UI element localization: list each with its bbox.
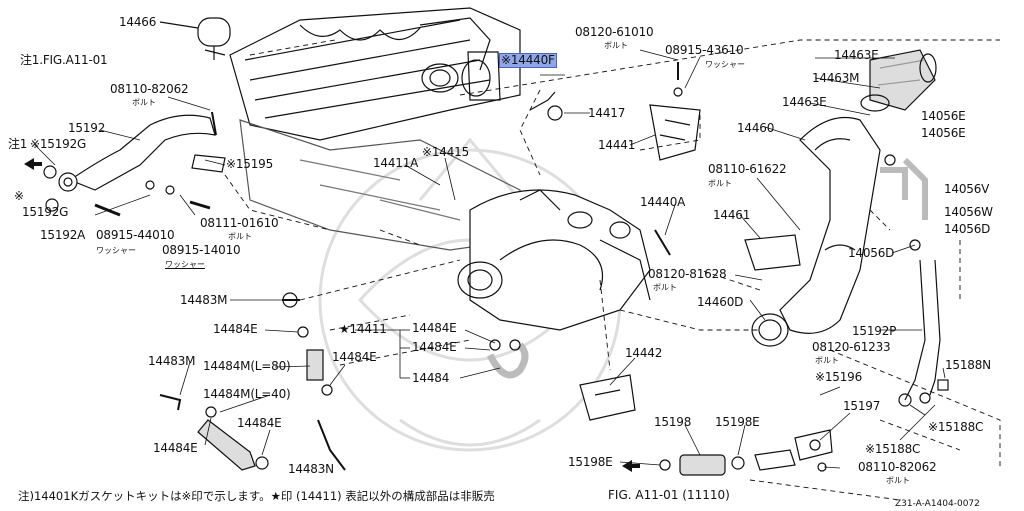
part-number-15195[interactable]: ※15195 (226, 157, 274, 171)
bolt-note-7: ボルト (886, 476, 910, 485)
figure-caption: FIG. A11-01 (11110) (608, 488, 730, 502)
asterisk-mark: ※ (14, 189, 24, 203)
part-number-14056W[interactable]: 14056W (944, 205, 993, 219)
part-number-14466[interactable]: 14466 (119, 15, 157, 29)
part-number-14460[interactable]: 14460 (737, 121, 775, 135)
part-number-14056E-1[interactable]: 14056E (921, 109, 966, 123)
part-number-15192G[interactable]: ※15192G (30, 137, 87, 151)
part-number-14415[interactable]: ※14415 (422, 145, 470, 159)
part-number-14483M-2[interactable]: 14483M (148, 354, 196, 368)
part-number-14484E-5[interactable]: 14484E (237, 416, 282, 430)
washer-note: ワッシャー (96, 246, 136, 255)
part-number-14484E-6[interactable]: 14484E (153, 441, 198, 455)
part-number-15198[interactable]: 15198 (654, 415, 692, 429)
part-number-14056D-left[interactable]: 14056D (848, 246, 895, 260)
header-note: 注1.FIG.A11-01 (20, 53, 108, 67)
part-number-08110-82062-bottom[interactable]: 08110-82062 (858, 460, 937, 474)
arrow-left-icon (24, 158, 42, 170)
part-number-14463E-mid[interactable]: 14463E (782, 95, 827, 109)
part-number-14484[interactable]: 14484 (412, 371, 450, 385)
bolt-note-6: ボルト (815, 356, 839, 365)
part-number-08110-82062[interactable]: 08110-82062 (110, 82, 189, 96)
part-number-15196[interactable]: ※15196 (815, 370, 863, 384)
part-number-15192A[interactable]: 15192A (40, 228, 86, 242)
bolt-note-5: ボルト (653, 283, 677, 292)
footer-note: 注)14401Kガスケットキットは※印で示します。★印 (14411) 表記以外… (18, 489, 495, 503)
bolt-note-2: ボルト (228, 232, 252, 241)
part-number-15197[interactable]: 15197 (843, 399, 881, 413)
washer-note-2: ワッシャー (165, 260, 205, 269)
left-note: 注1 (8, 137, 28, 151)
drawing-code: Z31-A-A1404-0072 (895, 499, 980, 509)
part-number-15188C-2[interactable]: ※15188C (865, 442, 921, 456)
part-number-14442[interactable]: 14442 (625, 346, 663, 360)
part-number-15198E-1[interactable]: 15198E (715, 415, 760, 429)
part-number-14441[interactable]: 14441 (598, 138, 636, 152)
part-number-08120-61010[interactable]: 08120-61010 (575, 25, 654, 39)
part-number-14463E-top[interactable]: 14463E (834, 48, 879, 62)
bolt-note-3: ボルト (604, 41, 628, 50)
part-number-14484E-4[interactable]: 14484E (332, 350, 377, 364)
part-number-08110-61622[interactable]: 08110-61622 (708, 162, 787, 176)
part-number-08120-61233[interactable]: 08120-61233 (812, 340, 891, 354)
part-number-14484E-2[interactable]: 14484E (412, 321, 457, 335)
part-number-08111-01610[interactable]: 08111-01610 (200, 216, 279, 230)
part-number-15198E-2[interactable]: 15198E (568, 455, 613, 469)
part-number-14463M[interactable]: 14463M (812, 71, 860, 85)
part-number-14411A[interactable]: 14411A (373, 156, 419, 170)
part-number-14460D[interactable]: 14460D (697, 295, 744, 309)
part-number-14484M-L80[interactable]: 14484M(L=80) (203, 359, 291, 373)
part-number-14483N[interactable]: 14483N (288, 462, 334, 476)
part-number-14461[interactable]: 14461 (713, 208, 751, 222)
part-number-15188C-1[interactable]: ※15188C (928, 420, 984, 434)
part-number-14417[interactable]: 14417 (588, 106, 626, 120)
part-number-08915-43610[interactable]: 08915-43610 (665, 43, 744, 57)
part-number-14056E-2[interactable]: 14056E (921, 126, 966, 140)
bolt-note: ボルト (132, 98, 156, 107)
part-number-14484M-L40[interactable]: 14484M(L=40) (203, 387, 291, 401)
part-number-14411[interactable]: ★14411 (339, 322, 387, 336)
part-number-14440F[interactable]: ※14440F (499, 53, 557, 68)
part-number-14484E-1[interactable]: 14484E (213, 322, 258, 336)
part-number-14440A[interactable]: 14440A (640, 195, 686, 209)
part-number-15192[interactable]: 15192 (68, 121, 106, 135)
part-number-14483M-1[interactable]: 14483M (180, 293, 228, 307)
part-number-15188N[interactable]: 15188N (945, 358, 991, 372)
part-number-14056V[interactable]: 14056V (944, 182, 990, 196)
bolt-note-4: ボルト (708, 179, 732, 188)
part-number-08915-44010[interactable]: 08915-44010 (96, 228, 175, 242)
part-number-15192G-lower[interactable]: 15192G (22, 205, 69, 219)
part-number-15192P[interactable]: 15192P (852, 324, 897, 338)
washer-note-3: ワッシャー (705, 60, 745, 69)
part-number-08120-81628[interactable]: 08120-81628 (648, 267, 727, 281)
arrow-left-icon-bottom (622, 460, 640, 472)
part-number-08915-14010[interactable]: 08915-14010 (162, 243, 241, 257)
part-number-14484E-3[interactable]: 14484E (412, 340, 457, 354)
part-number-14056D-right[interactable]: 14056D (944, 222, 991, 236)
